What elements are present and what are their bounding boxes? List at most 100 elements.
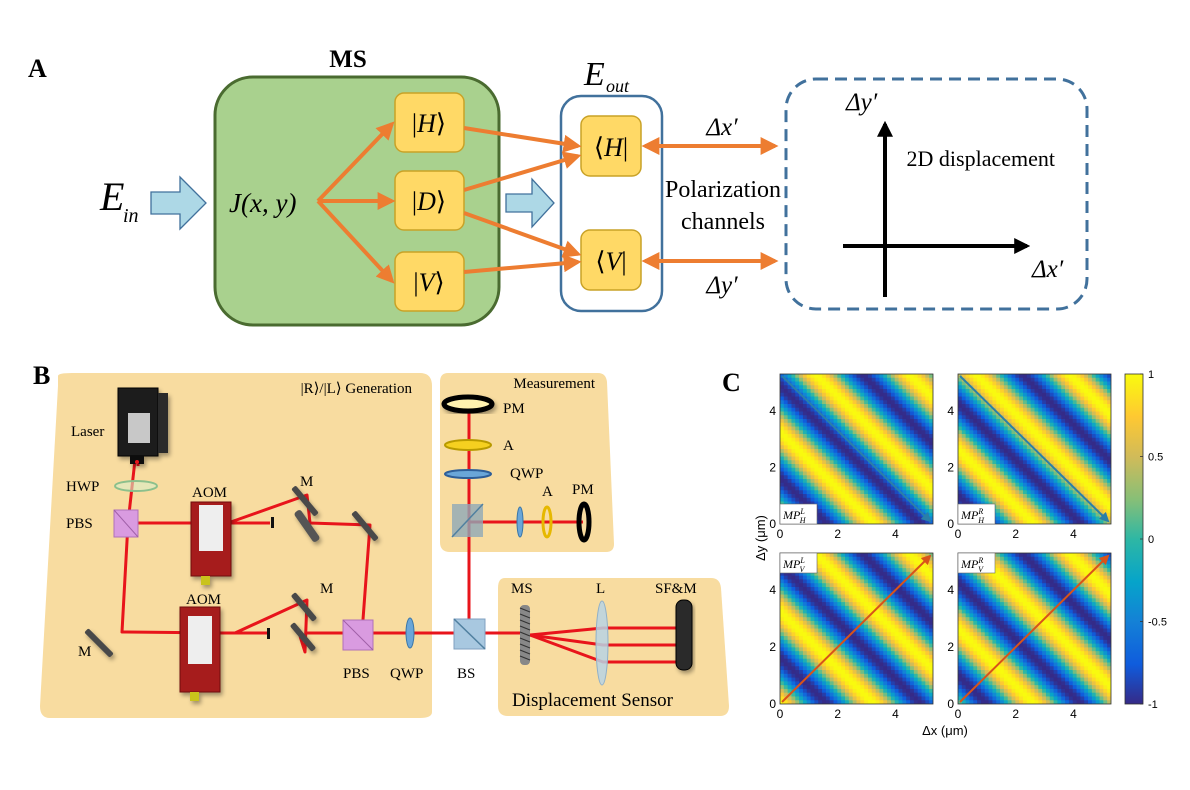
heatmap-cell (898, 677, 903, 682)
heatmap-cell (875, 594, 881, 599)
heatmap-cell (913, 605, 919, 611)
heatmap-cell (1034, 396, 1039, 401)
heatmap-cell (822, 583, 827, 588)
heatmap-cell (1072, 389, 1078, 394)
heatmap-cell (802, 636, 808, 641)
heatmap-cell (910, 575, 915, 581)
heatmap-cell (837, 688, 842, 694)
heatmap-cell (921, 620, 926, 626)
heatmap-cell (787, 685, 793, 690)
heatmap-cell (913, 419, 919, 424)
heatmap-cell (1011, 415, 1016, 420)
heatmap-cell (799, 685, 804, 690)
heatmap-cell (1049, 392, 1055, 398)
heatmap-cell (958, 482, 963, 488)
heatmap-cell (1034, 434, 1039, 439)
heatmap-cell (1045, 407, 1051, 413)
heatmap-cell (818, 430, 823, 435)
heatmap-cell (783, 475, 789, 480)
heatmap-cell (879, 617, 884, 622)
heatmap-cell (810, 583, 816, 588)
heatmap-cell (917, 609, 923, 615)
heatmap-cell (783, 590, 789, 596)
heatmap-cell (799, 643, 804, 648)
heatmap-cell (910, 609, 915, 615)
ket-to-bra-arrows (463, 126, 582, 274)
heatmap-cell (1095, 494, 1101, 499)
heatmap-cell (791, 620, 796, 626)
heatmap-cell (902, 475, 907, 480)
heatmap-cell (879, 411, 884, 416)
x-tick-label: 4 (1070, 527, 1077, 541)
heatmap-cell (1023, 445, 1028, 450)
heatmap-cell (787, 700, 793, 704)
heatmap-cell (845, 377, 850, 383)
heatmap-cell (837, 456, 842, 461)
heatmap-cell (871, 586, 877, 592)
heatmap-cell (848, 594, 854, 599)
heatmap-cell (958, 609, 963, 615)
heatmap-cell (906, 434, 911, 439)
heatmap-cell (856, 568, 861, 573)
heatmap-cell (867, 449, 873, 454)
heatmap-cell (1088, 381, 1093, 386)
heatmap-cell (1038, 385, 1043, 390)
heatmap-cell (802, 404, 808, 409)
heatmap-cell (787, 422, 793, 428)
heatmap-cell (783, 617, 789, 622)
heatmap-cell (1042, 494, 1047, 499)
heatmap-cell (883, 575, 888, 581)
heatmap-cell (913, 602, 919, 607)
heatmap-cell (992, 456, 997, 461)
heatmap-cell (871, 662, 877, 667)
heatmap-cell (1034, 479, 1039, 484)
heatmap-cell (825, 400, 831, 405)
heatmap-cell (958, 639, 963, 645)
heatmap-cell (833, 486, 838, 491)
heatmap-cell (829, 647, 835, 652)
heatmap-cell (822, 445, 827, 450)
heatmap-cell (883, 456, 888, 461)
heatmap-cell (925, 583, 930, 588)
heatmap-cell (894, 598, 900, 603)
heatmap-cell (1068, 426, 1074, 431)
heatmap-cell (837, 482, 842, 488)
heatmap-cell (894, 452, 900, 458)
heatmap-cell (1045, 456, 1051, 461)
heatmap-cell (1023, 512, 1028, 518)
heatmap-cell (802, 598, 808, 603)
heatmap-cell (799, 482, 804, 488)
heatmap-cell (852, 490, 858, 495)
heatmap-cell (818, 658, 823, 664)
heatmap-cell (1065, 374, 1070, 379)
heatmap-cell (1084, 501, 1089, 506)
heatmap-cell (917, 662, 923, 667)
heatmap-cell (969, 494, 974, 499)
heatmap-cell (806, 452, 812, 458)
heatmap-cell (910, 415, 915, 420)
heatmap-cell (917, 666, 923, 671)
heatmap-cell (867, 583, 873, 588)
heatmap-cell (902, 662, 907, 667)
heatmap-cell (1088, 396, 1093, 401)
heatmap-cell (929, 583, 933, 588)
heatmap-cell (988, 407, 994, 413)
heatmap-cell (1030, 482, 1036, 488)
heatmap-cell (1084, 479, 1089, 484)
heatmap-cell (829, 575, 835, 581)
heatmap-cell (822, 426, 827, 431)
heatmap-cell (791, 482, 796, 488)
heatmap-cell (977, 460, 982, 465)
heatmap-cell (883, 662, 888, 667)
heatmap-cell (852, 374, 858, 379)
heatmap-cell (883, 586, 888, 592)
heatmap-cell (841, 560, 846, 565)
heatmap-cell (852, 662, 858, 667)
heatmap-cell (1019, 430, 1024, 435)
heatmap-cell (871, 497, 877, 503)
heatmap-cell (810, 700, 816, 704)
heatmap-cell (845, 471, 850, 476)
heatmap-cell (898, 419, 903, 424)
heatmap-cell (898, 571, 903, 577)
heatmap-cell (1053, 385, 1059, 390)
